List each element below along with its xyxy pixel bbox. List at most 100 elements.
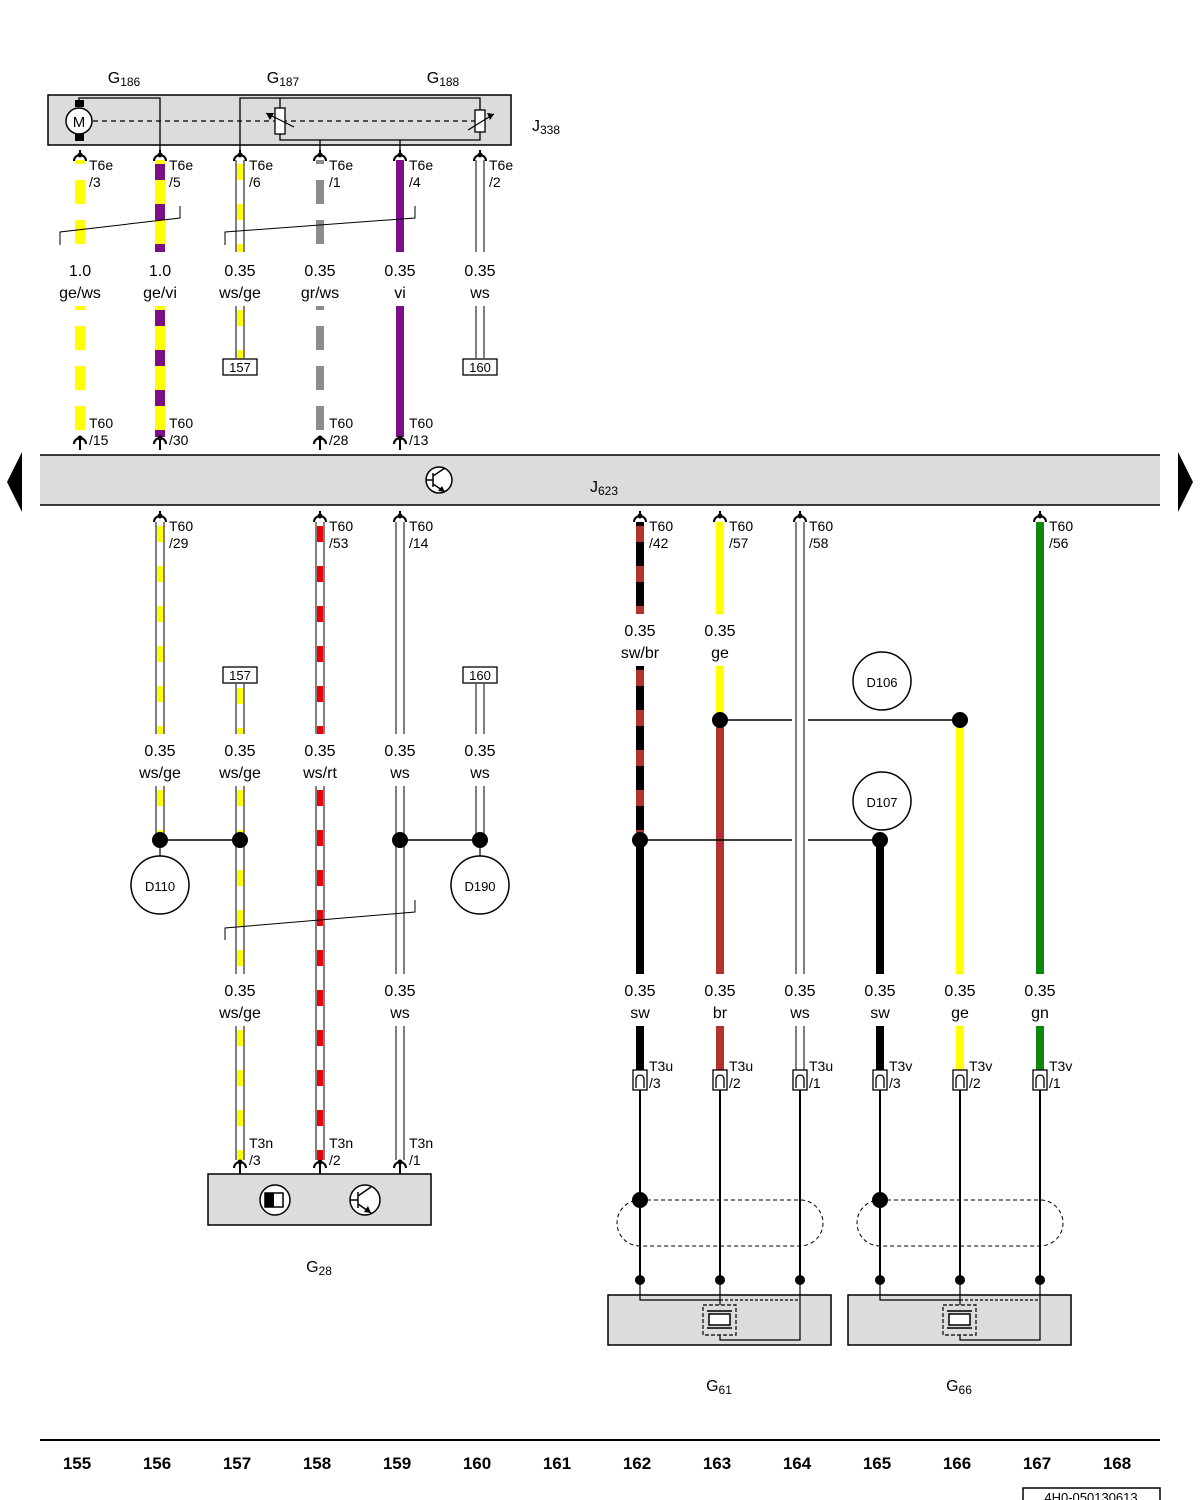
wire-upper-155-t60-connector: T60 (89, 415, 113, 431)
t3n-157-connector: T3n (249, 1135, 273, 1151)
page-next-arrow-icon[interactable] (1178, 452, 1193, 512)
potentiometer-wiring (78, 97, 481, 150)
j338-throttle-unit: M (47, 94, 512, 150)
column-number: 164 (783, 1454, 812, 1473)
t3u-164-connector: T3u (809, 1058, 833, 1074)
wire-upper-159-segment-a (396, 160, 404, 252)
wire-167-a (1036, 522, 1044, 974)
page-prev-arrow-icon[interactable] (7, 452, 22, 512)
t3n-159-pin: /1 (409, 1152, 421, 1168)
wire-156-a (155, 522, 165, 734)
wire-upper-159-t6e-pin: /4 (409, 174, 421, 190)
wire-label-mid-159-size: 0.35 (384, 743, 415, 760)
wire-upper-158-segment-b (316, 306, 324, 437)
column-number: 159 (383, 1454, 411, 1473)
wire-upper-156-t6e-pin: /5 (169, 174, 181, 190)
wire-upper-159-t60-connector: T60 (409, 415, 433, 431)
wire-163-c (716, 720, 724, 974)
t60-lower-164-connector: T60 (809, 518, 833, 534)
wire-162-b (636, 1026, 644, 1072)
svg-text:160: 160 (469, 668, 491, 683)
ref-box-160: 160 (462, 666, 498, 684)
wire-label-low-165-color: sw (870, 1005, 890, 1022)
column-number: 156 (143, 1454, 171, 1473)
t3n-158-pin: /2 (329, 1152, 341, 1168)
wire-163-b (716, 1026, 724, 1072)
t3n-terminal-157 (233, 1158, 247, 1175)
t60-lower-162-connector: T60 (649, 518, 673, 534)
wire-label-low-157-size: 0.35 (224, 983, 255, 1000)
wire-label-mid-160-size: 0.35 (464, 743, 495, 760)
t3u-terminal-163 (712, 1069, 728, 1091)
g61-label: G61 (706, 1378, 732, 1397)
wire-label-mid-159-color: ws (389, 765, 410, 782)
t3n-157-pin: /3 (249, 1152, 261, 1168)
wire-label-mid-156-size: 0.35 (144, 743, 175, 760)
wire-upper-155-label-size: 1.0 (69, 263, 91, 280)
t60-lower-167-pin: /56 (1049, 535, 1069, 551)
wire-upper-155-t60-pin: /15 (89, 432, 109, 448)
wire-164-a (795, 522, 805, 974)
junction-d190: D190 (450, 840, 510, 915)
t3u-162-pin: /3 (649, 1075, 661, 1091)
column-number: 162 (623, 1454, 651, 1473)
t3u-terminal-162 (632, 1069, 648, 1091)
wire-label-low-159-color: ws (389, 1005, 410, 1022)
wire-upper-157-label-size: 0.35 (224, 263, 255, 280)
t3u-162-connector: T3u (649, 1058, 673, 1074)
t60-lower-164-pin: /58 (809, 535, 829, 551)
t3n-158-connector: T3n (329, 1135, 353, 1151)
wire-label-top-163-size: 0.35 (704, 623, 735, 640)
wire-165-b (876, 1026, 884, 1072)
wire-167-b (1036, 1026, 1044, 1072)
motor-label: M (73, 114, 86, 131)
t3v-165-connector: T3v (889, 1058, 912, 1074)
t3v-167-connector: T3v (1049, 1058, 1072, 1074)
wire-156-b (155, 786, 165, 840)
wire-upper-155-segment-a (75, 160, 85, 252)
column-number: 158 (303, 1454, 331, 1473)
wire-159-a (395, 522, 405, 734)
g186-label: G186 (108, 70, 141, 89)
column-number: 161 (543, 1454, 571, 1473)
column-number: 163 (703, 1454, 731, 1473)
t60-terminal-163 (713, 510, 727, 523)
document-id: 4H0-050130613 (1044, 1490, 1137, 1500)
wire-159-c (395, 1026, 405, 1160)
g187-label: G187 (267, 70, 300, 89)
wire-upper-160-label-color: ws (469, 285, 490, 302)
wire-label-top-163-color: ge (711, 645, 729, 662)
t60-lower-163-pin: /57 (729, 535, 749, 551)
wire-upper-156-segment-a (155, 160, 165, 252)
wire-160-b (475, 786, 485, 840)
wire-upper-156-label-color: ge/vi (143, 285, 177, 302)
wire-label-low-166-size: 0.35 (944, 983, 975, 1000)
wire-label-low-162-size: 0.35 (624, 983, 655, 1000)
wire-label-low-166-color: ge (951, 1005, 969, 1022)
wire-label-low-167-size: 0.35 (1024, 983, 1055, 1000)
wire-upper-156-label-size: 1.0 (149, 263, 171, 280)
wire-upper-156-t60-pin: /30 (169, 432, 189, 448)
wire-upper-160-ref-box: 160 (462, 358, 498, 376)
t3n-159-connector: T3n (409, 1135, 433, 1151)
column-number: 167 (1023, 1454, 1051, 1473)
wire-162-c (636, 840, 644, 974)
wire-label-mid-158-size: 0.35 (304, 743, 335, 760)
t60-terminal-156 (153, 510, 167, 523)
wire-upper-157-t6e-connector: T6e (249, 157, 273, 173)
t60-terminal-158 (313, 510, 327, 523)
g28-sensor (207, 1173, 432, 1226)
svg-text:160: 160 (469, 360, 491, 375)
wire-upper-160-segment-a (475, 160, 485, 252)
t60-lower-156-pin: /29 (169, 535, 189, 551)
wire-158-a (315, 522, 325, 734)
wire-159-b (395, 786, 405, 974)
t60-terminal-167 (1033, 510, 1047, 523)
column-number: 166 (943, 1454, 971, 1473)
wire-157-a (235, 684, 245, 734)
wire-upper-155-label-color: ge/ws (59, 285, 101, 302)
wire-upper-156-t60-terminal (153, 434, 167, 451)
svg-text:157: 157 (229, 668, 251, 683)
wire-upper-159-t6e-terminal (393, 149, 407, 162)
wires-layer (75, 160, 1044, 1280)
